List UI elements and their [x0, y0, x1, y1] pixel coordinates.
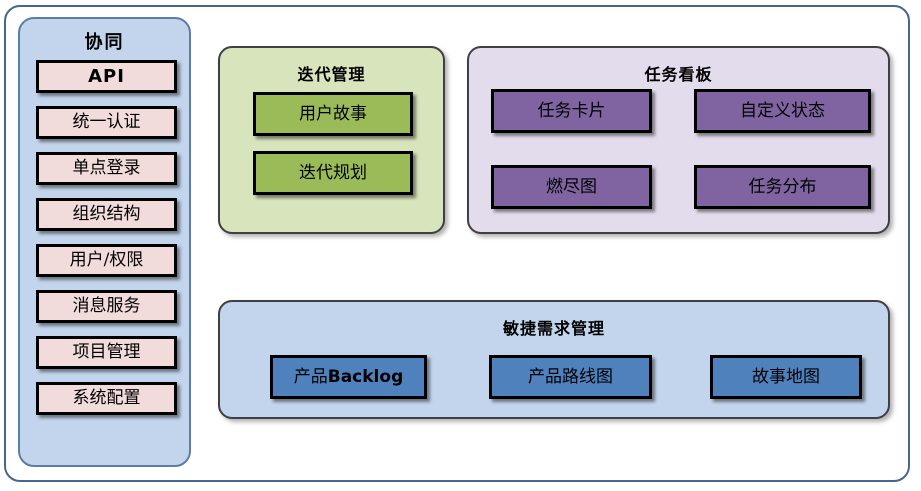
panel-iteration-management: 迭代管理 用户故事 迭代规划	[218, 46, 445, 234]
task-board-item-task-distribution[interactable]: 任务分布	[694, 165, 871, 209]
iteration-item-user-story[interactable]: 用户故事	[253, 92, 413, 136]
task-board-item-burndown-chart[interactable]: 燃尽图	[491, 165, 652, 209]
agile-item-product-backlog-latin: Backlog	[327, 366, 404, 387]
iteration-item-list: 用户故事 迭代规划	[253, 92, 413, 210]
agile-item-product-backlog-cn: 产品	[293, 366, 328, 387]
task-board-item-grid: 任务卡片 自定义状态 燃尽图 任务分布	[491, 89, 871, 209]
sidebar-item-system-config[interactable]: 系统配置	[36, 382, 177, 415]
panel-task-board-title: 任务看板	[644, 65, 713, 84]
sidebar-item-list: API 统一认证 单点登录 组织结构 用户/权限 消息服务 项目管理 系统配置	[36, 60, 177, 428]
sidebar-item-message-service[interactable]: 消息服务	[36, 290, 177, 323]
task-board-item-custom-status[interactable]: 自定义状态	[694, 89, 871, 133]
agile-item-story-map[interactable]: 故事地图	[710, 355, 862, 399]
iteration-item-iteration-plan[interactable]: 迭代规划	[253, 151, 413, 195]
panel-agile-requirements-title: 敏捷需求管理	[502, 319, 605, 338]
sidebar-item-unified-auth[interactable]: 统一认证	[36, 106, 177, 139]
sidebar-collaboration-panel: 协同 API 统一认证 单点登录 组织结构 用户/权限 消息服务 项目管理 系统…	[18, 17, 191, 467]
sidebar-title: 协同	[84, 32, 125, 53]
sidebar-item-project-management[interactable]: 项目管理	[36, 336, 177, 369]
panel-iteration-title: 迭代管理	[297, 65, 366, 84]
sidebar-item-api[interactable]: API	[36, 60, 177, 93]
task-board-item-task-card[interactable]: 任务卡片	[491, 89, 652, 133]
outer-frame	[4, 5, 910, 482]
agile-item-product-roadmap[interactable]: 产品路线图	[489, 355, 652, 399]
sidebar-item-org-structure[interactable]: 组织结构	[36, 198, 177, 231]
sidebar-item-user-permission[interactable]: 用户/权限	[36, 244, 177, 277]
panel-task-board: 任务看板 任务卡片 自定义状态 燃尽图 任务分布	[467, 46, 890, 234]
sidebar-item-single-sign-on[interactable]: 单点登录	[36, 152, 177, 185]
